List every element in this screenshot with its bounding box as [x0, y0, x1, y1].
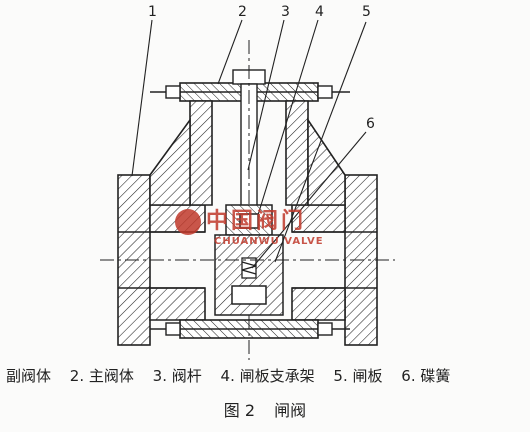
watermark-logo: 中国阀门 CHUANWU VALVE: [175, 208, 324, 247]
callout-1: 1: [148, 4, 157, 20]
watermark-en: CHUANWU VALVE: [214, 236, 324, 247]
callout-6: 6: [366, 116, 375, 132]
legend-item-6: 6. 碟簧: [401, 367, 451, 385]
legend-item-3: 3. 阀杆: [152, 367, 202, 385]
leader-lines: [131, 19, 367, 269]
legend-item-1: 副阀体: [6, 367, 52, 385]
figure-number: 图 2: [223, 401, 256, 420]
callout-2: 2: [238, 4, 247, 20]
callout-5: 5: [362, 4, 371, 20]
figure-title: 闸阀: [274, 401, 307, 420]
legend-item-4: 4. 闸板支承架: [220, 367, 315, 385]
legend-item-5: 5. 闸板: [333, 367, 383, 385]
gate-valve-drawing: 1 2 3 4 5 6 中国阀门 CHUANWU VALVE: [100, 4, 395, 360]
callout-3: 3: [281, 4, 290, 20]
callout-labels: 1 2 3 4 5 6: [148, 4, 375, 132]
disc-spring: [241, 257, 257, 279]
figure-caption: 图 2 闸阀: [0, 400, 530, 422]
bolts: [150, 85, 350, 336]
callout-4: 4: [315, 4, 324, 20]
watermark-cn: 中国阀门: [206, 208, 306, 234]
valve-stem: [232, 40, 266, 360]
parts-legend: 副阀体 2. 主阀体 3. 阀杆 4. 闸板支承架 5. 闸板 6. 碟簧: [0, 366, 530, 386]
legend-item-2: 2. 主阀体: [69, 367, 134, 385]
